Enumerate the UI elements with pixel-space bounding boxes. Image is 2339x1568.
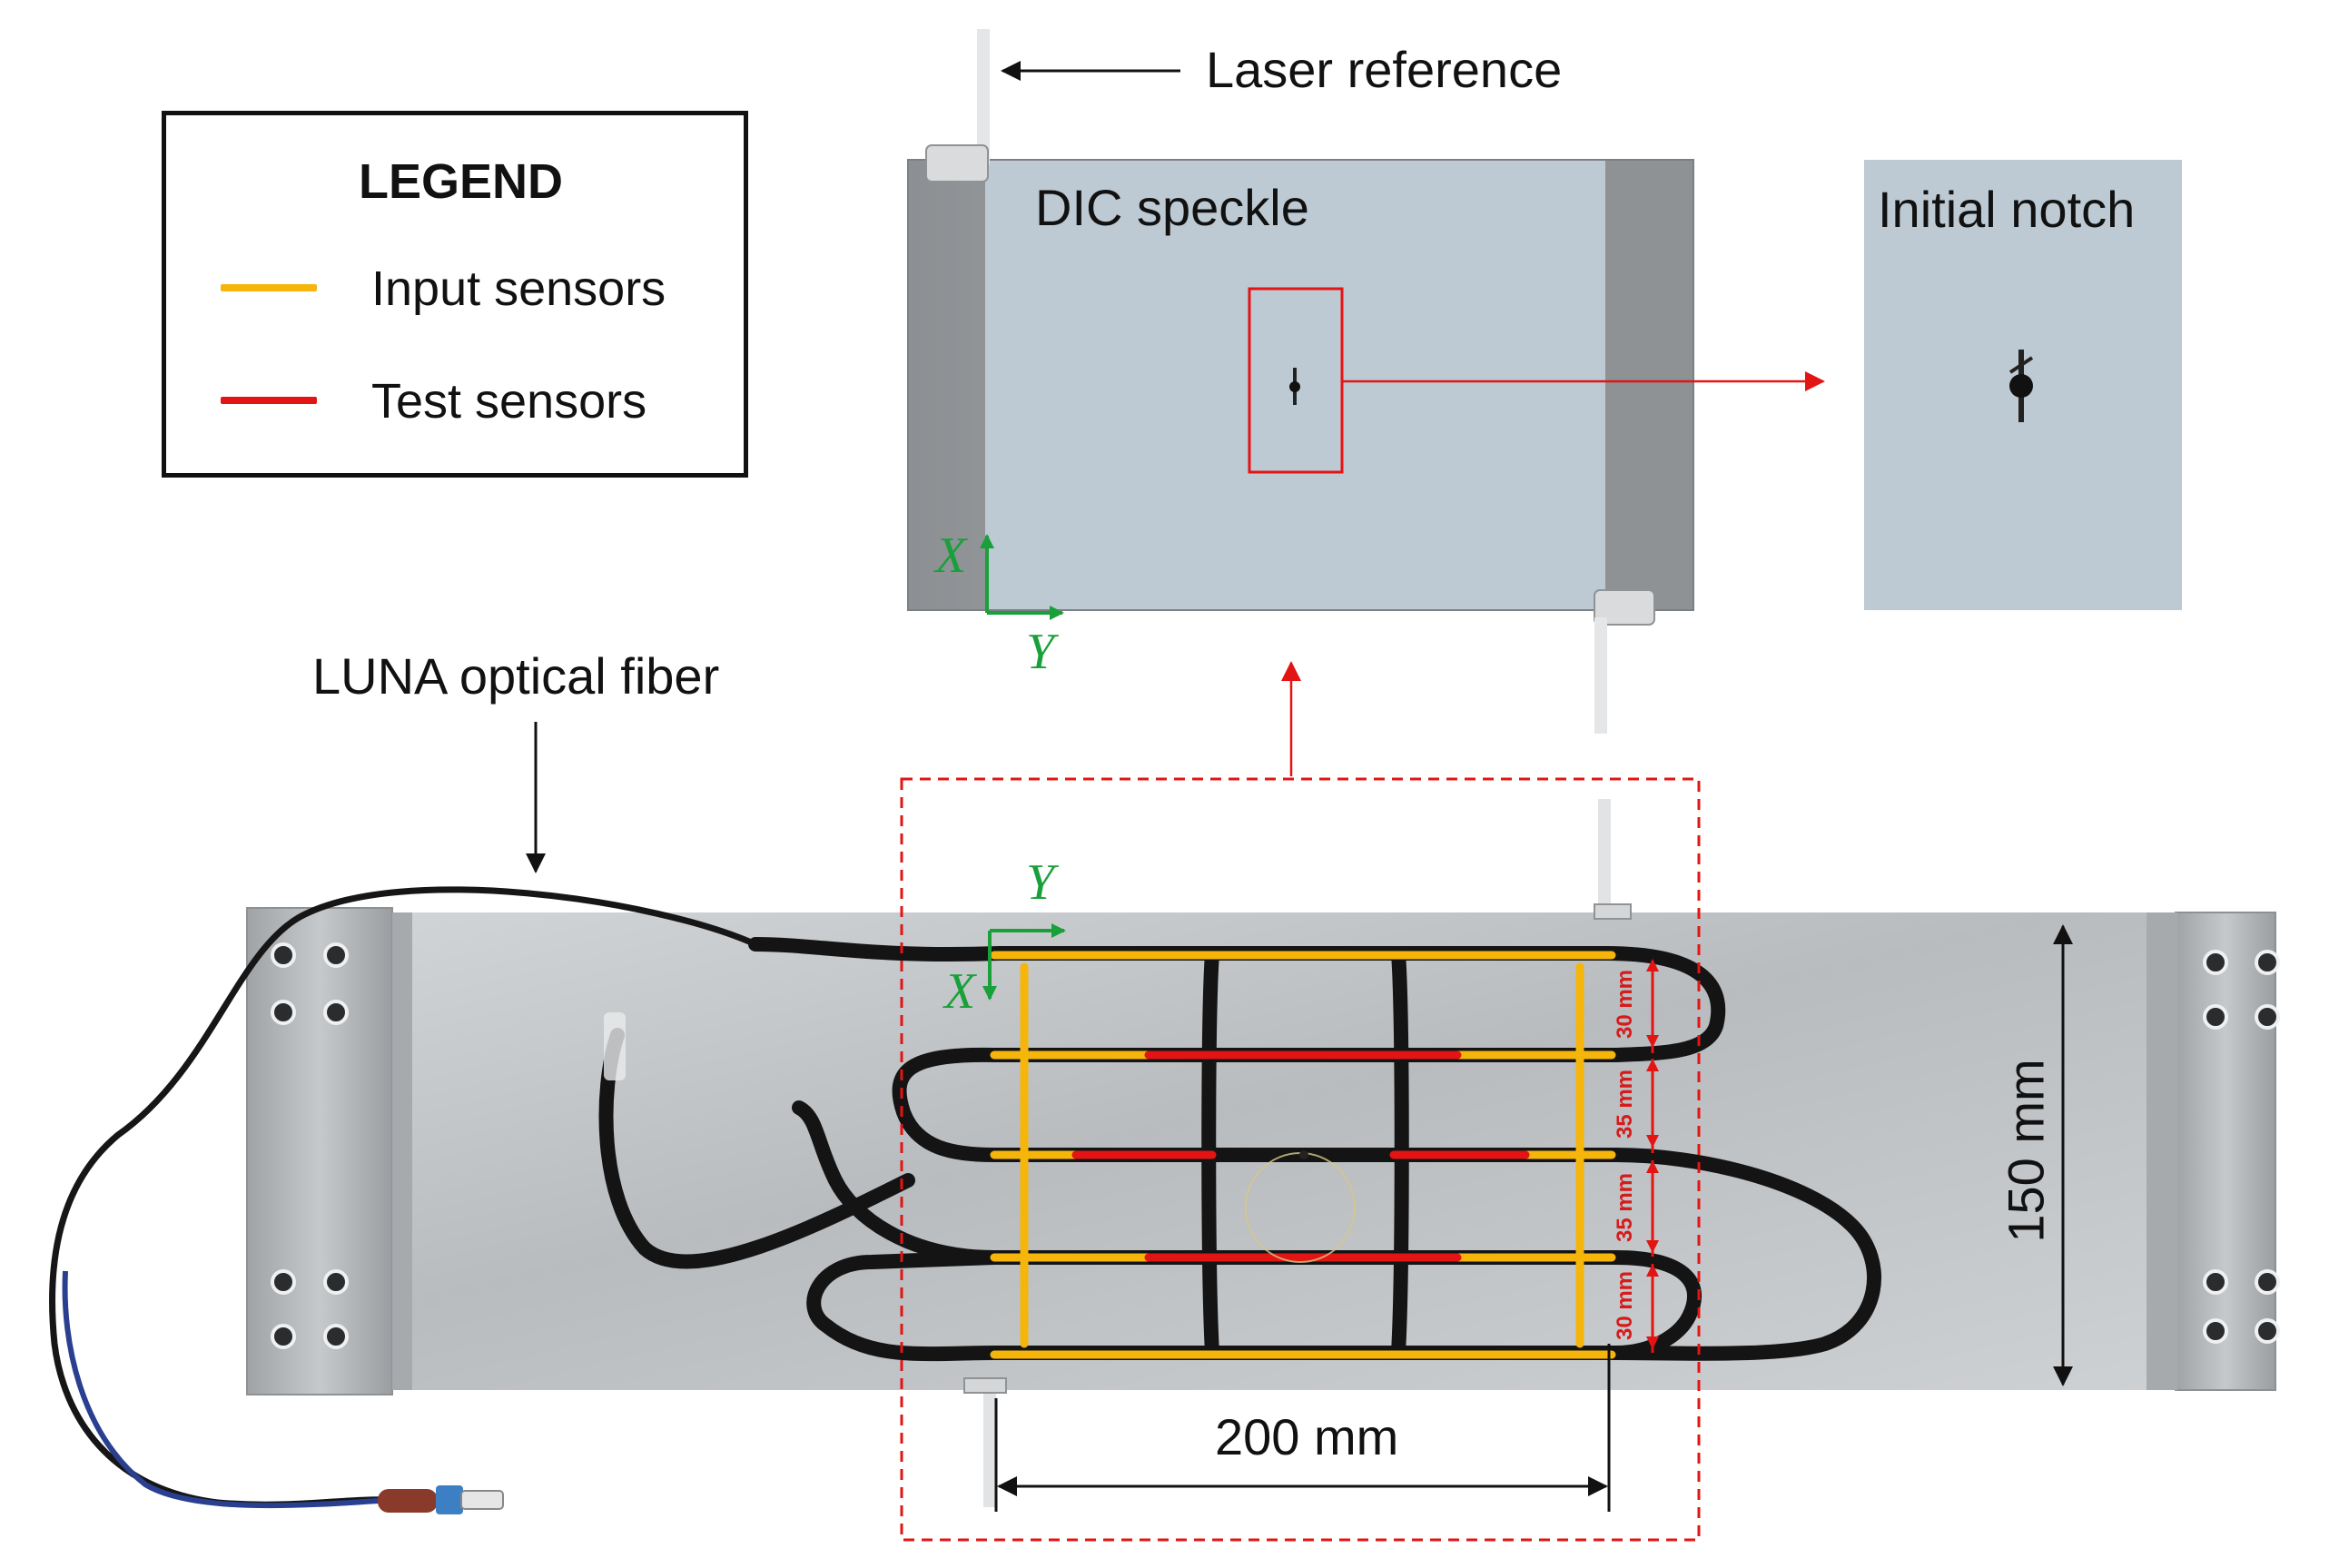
legend-swatch-input (221, 284, 317, 291)
top-coordinate-axes (980, 534, 1064, 620)
spacing-label-2: 35 mm (1613, 1069, 1638, 1139)
bottom-coordinate-axes (982, 923, 1066, 1001)
laser-reference-bracket-bottom (1594, 589, 1655, 734)
left-clamp (246, 907, 393, 1395)
legend-swatch-test (221, 397, 317, 404)
test-sensors (1071, 1050, 1530, 1262)
initial-notch-label: Initial notch (1878, 181, 2136, 238)
legend: LEGEND Input sensors Test sensors (162, 111, 748, 478)
dic-speckle-label: DIC speckle (1035, 179, 1309, 236)
legend-label-test: Test sensors (371, 374, 647, 429)
spacing-label-4: 30 mm (1613, 1270, 1638, 1341)
legend-title: LEGEND (359, 154, 564, 209)
laser-reference-bracket-top (925, 29, 990, 182)
laser-reference-label: Laser reference (1206, 41, 1563, 98)
top-axis-y-label: Y (1026, 624, 1055, 680)
bottom-axis-y-label: Y (1026, 854, 1055, 911)
top-axis-x-label: X (935, 528, 967, 584)
plate-photo (49, 799, 2280, 1514)
right-clamp (2175, 912, 2276, 1391)
luna-fiber-label: LUNA optical fiber (312, 647, 720, 705)
height-dimension-label: 150 mm (1997, 1059, 2055, 1243)
notch-zoom-photo (1864, 160, 2182, 610)
bottom-axis-x-label: X (944, 963, 976, 1020)
legend-label-input: Input sensors (371, 261, 666, 316)
width-dimension-line (994, 1344, 1611, 1512)
notch-mark (1289, 368, 1300, 405)
clamp-bolts (271, 942, 2280, 1349)
spacing-label-3: 35 mm (1613, 1172, 1638, 1243)
width-dimension-label: 200 mm (1215, 1408, 1399, 1465)
spacing-label-1: 30 mm (1613, 969, 1638, 1040)
input-sensors (990, 951, 1616, 1359)
dic-photo (907, 29, 1825, 734)
